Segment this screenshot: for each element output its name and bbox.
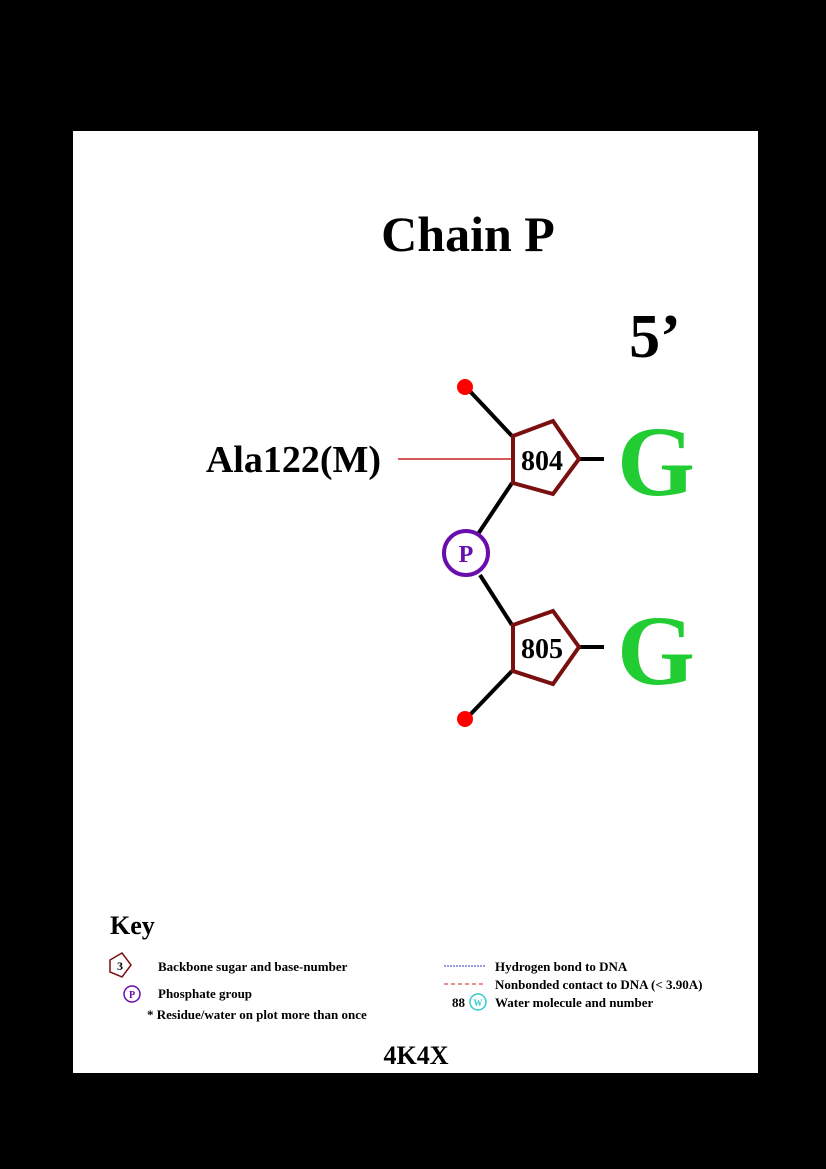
dna-contact-diagram: Chain P 5’ Ala122(M) 804 G P 805 G Key 3…	[109, 206, 702, 1070]
contact-residue-label: Ala122(M)	[206, 439, 381, 481]
phosphate-group: P	[442, 529, 490, 577]
strand-end-label: 5’	[629, 303, 681, 371]
key-phosphate-icon	[123, 985, 141, 1003]
sugar-pentagon-804	[511, 418, 582, 497]
plot-page: Chain P 5’ Ala122(M) 804 G P 805 G Key 3…	[73, 131, 758, 1073]
pdb-id: 4K4X	[384, 1041, 449, 1070]
key-multiple-note: * Residue/water on plot more than once	[147, 1007, 367, 1022]
backbone-bond-804-phosphate	[476, 481, 514, 536]
key-water-icon	[469, 993, 487, 1011]
nucleotide-805: 805 G	[511, 595, 695, 706]
key-sugar-icon	[109, 952, 132, 978]
key-phosphate-label: Phosphate group	[158, 986, 252, 1001]
backbone-bond-phosphate-805	[478, 573, 514, 627]
key-phosphate-symbol: P	[129, 990, 135, 1001]
base-letter-804: G	[617, 406, 695, 517]
sugar-pentagon-805	[511, 608, 582, 687]
key-nonbonded-label: Nonbonded contact to DNA (< 3.90A)	[495, 977, 702, 992]
nucleotide-804: 804 G	[511, 406, 695, 517]
chain-title: Chain P	[381, 206, 555, 262]
key-sugar-number: 3	[117, 959, 123, 973]
backbone-bond-terminal-bottom	[464, 669, 514, 721]
nucleotide-number-805: 805	[521, 634, 563, 665]
terminal-oxygen-bottom	[457, 711, 473, 727]
base-letter-805: G	[617, 595, 695, 706]
phosphate-circle	[442, 529, 490, 577]
key-water-symbol: W	[474, 998, 483, 1008]
key-hbond-label: Hydrogen bond to DNA	[495, 959, 628, 974]
nucleotide-number-804: 804	[521, 446, 563, 477]
backbone-bond-terminal-top	[464, 385, 514, 438]
terminal-oxygen-top	[457, 379, 473, 395]
key-water-label: Water molecule and number	[495, 995, 654, 1010]
phosphate-symbol: P	[459, 542, 474, 568]
legend-key: Key 3 Backbone sugar and base-number P P…	[109, 911, 702, 1022]
key-water-number: 88	[452, 995, 466, 1010]
key-heading: Key	[110, 911, 155, 940]
key-sugar-label: Backbone sugar and base-number	[158, 959, 348, 974]
